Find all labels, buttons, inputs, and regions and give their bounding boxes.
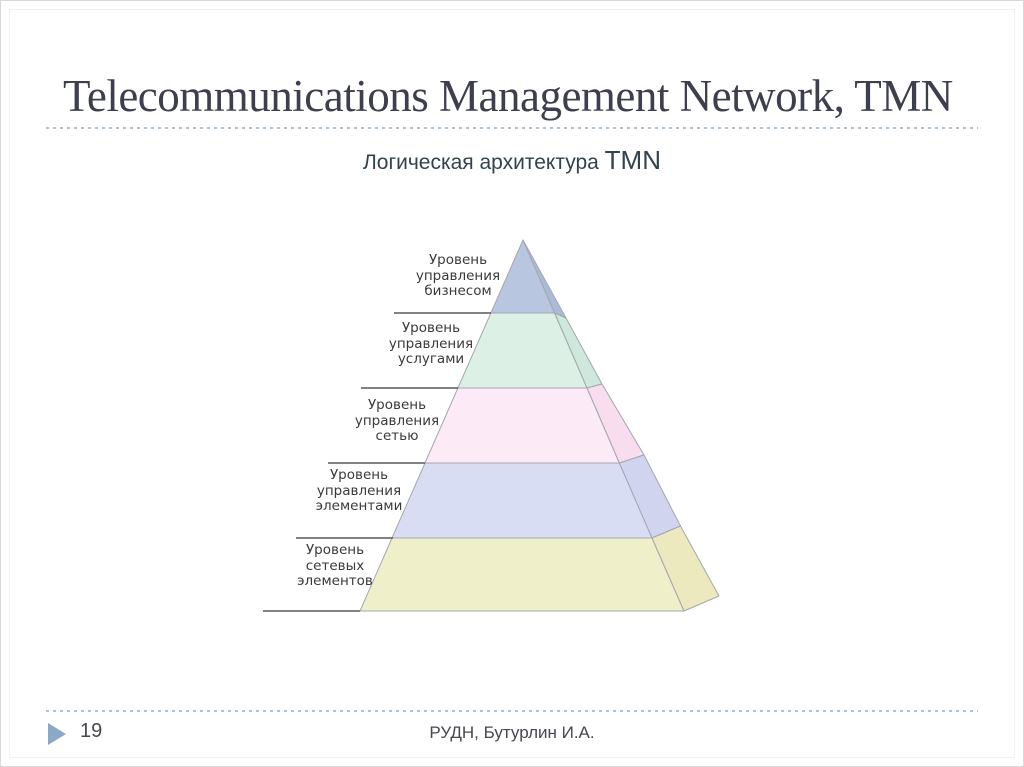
pyramid-level-4-front	[391, 462, 653, 539]
level-2-label: Уровень управления услугами	[388, 320, 474, 367]
level-3-label: Уровень управления сетью	[354, 397, 440, 444]
footer-credit: РУДН, Бутурлин И.А.	[429, 723, 595, 742]
level-1-label: Уровень управления бизнесом	[415, 252, 501, 299]
page-number: 19	[80, 720, 103, 742]
level-4-label: Уровень управления элементами	[315, 467, 403, 514]
slide-subtitle: Логическая архитектура TMN	[1, 145, 1023, 178]
level-5-label: Уровень сетевых элементов	[297, 542, 373, 589]
footer-divider	[46, 710, 978, 712]
subtitle-accent: TMN	[604, 145, 661, 175]
footer-arrow-icon	[48, 723, 66, 745]
pyramid-level-5-side	[651, 525, 720, 612]
slide-title: Telecommunications Management Network, T…	[63, 71, 953, 121]
pyramid-level-5-front	[359, 537, 685, 612]
title-divider	[46, 127, 978, 129]
subtitle-text: Логическая архитектура	[363, 151, 599, 174]
